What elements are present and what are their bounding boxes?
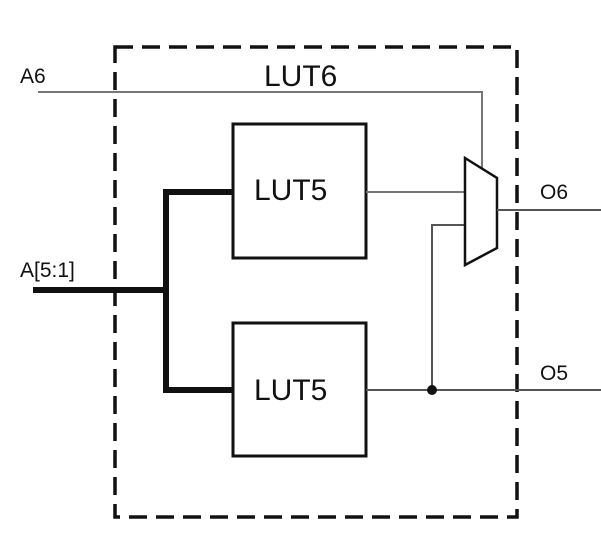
o5-branch-to-mux-wire bbox=[431, 224, 465, 390]
a6-wire bbox=[38, 91, 483, 168]
lower-lut5-label: LUT5 bbox=[254, 374, 327, 407]
lut6-title: LUT6 bbox=[264, 60, 337, 93]
mux-2to1 bbox=[463, 155, 499, 268]
o6-label: O6 bbox=[540, 181, 568, 204]
o5-label: O5 bbox=[540, 362, 568, 385]
upper-lut5-label: LUT5 bbox=[254, 174, 327, 207]
a6-label: A6 bbox=[20, 65, 46, 88]
junction-dot bbox=[427, 385, 437, 395]
lut6-container bbox=[113, 45, 519, 519]
upper-lut5-block bbox=[231, 122, 368, 260]
a-bus-label: A[5:1] bbox=[20, 259, 75, 282]
